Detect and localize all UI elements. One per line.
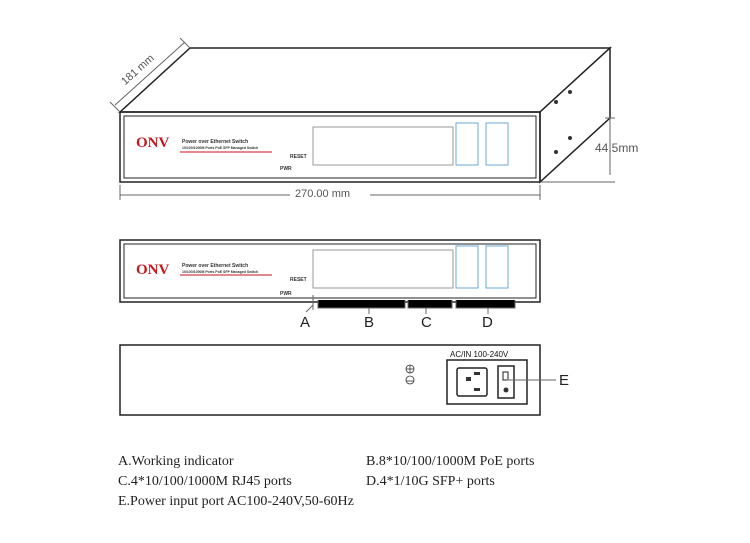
front-panel-inner (123, 115, 537, 179)
front-face (119, 111, 541, 183)
brand-logo: ONV (136, 135, 170, 151)
pwr-label: PWR (280, 166, 292, 172)
product-name-2: Power over Ethernet Switch (182, 263, 249, 269)
top-face (118, 47, 612, 113)
brand-logo-2: ONV (136, 262, 170, 278)
reset-label-2: RESET (290, 277, 307, 283)
product-name: Power over Ethernet Switch (182, 139, 249, 145)
model-line-2: 10/100/1000M Ports PoE SFP Managed Switc… (182, 270, 259, 274)
callout-c: C (421, 314, 432, 331)
callout-b: B (364, 314, 375, 331)
legend-b: B.8*10/100/1000M PoE ports (366, 454, 535, 469)
legend-d: D.4*1/10G SFP+ ports (366, 474, 495, 489)
legend-e: E.Power input port AC100-240V,50-60Hz (118, 494, 354, 509)
power-module (446, 359, 528, 405)
power-label: AC/IN 100-240V (450, 350, 509, 359)
callout-e: E (559, 372, 570, 389)
callout-a: A (300, 314, 311, 331)
iec-socket (456, 367, 488, 397)
reset-label: RESET (290, 154, 307, 160)
legend-c: C.4*10/100/1000M RJ45 ports (118, 474, 292, 489)
width-dimension: 270.00 mm (295, 188, 351, 200)
legend-a: A.Working indicator (118, 454, 234, 469)
height-dimension: 44.5mm (595, 141, 639, 155)
pwr-label-2: PWR (280, 291, 292, 297)
callout-d: D (482, 314, 493, 331)
model-line: 10/100/1000M Ports PoE SFP Managed Switc… (182, 146, 259, 150)
power-switch (497, 365, 515, 399)
